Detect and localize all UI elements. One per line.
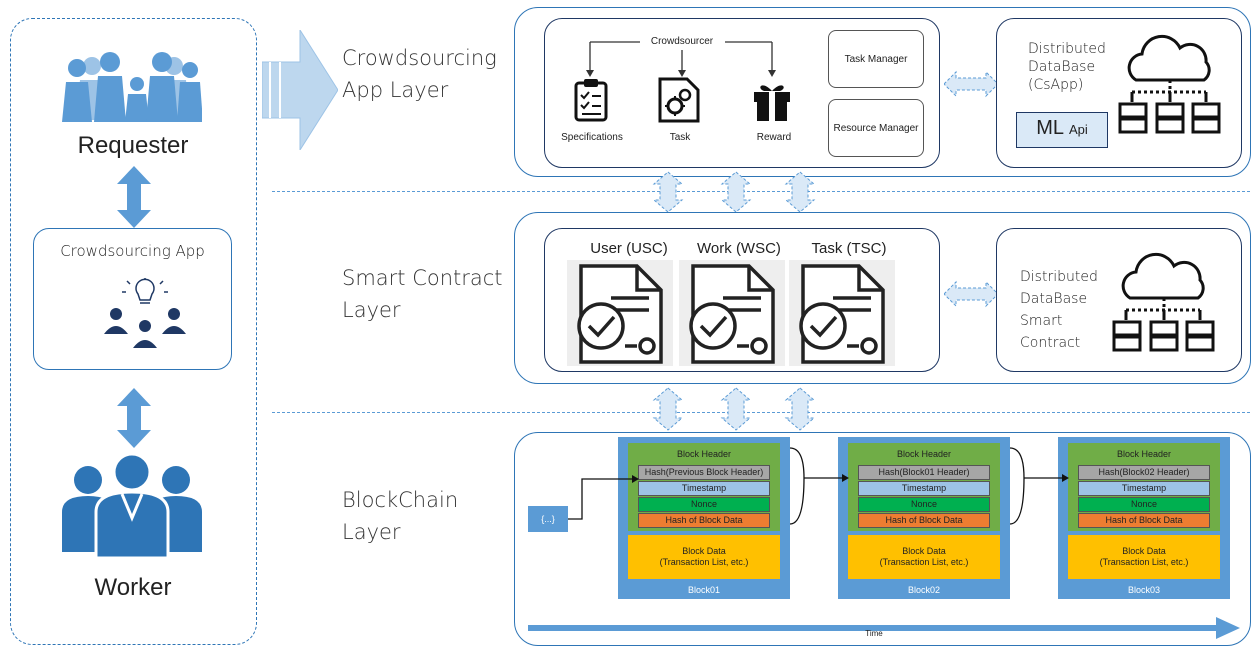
work-contract-doc-icon bbox=[677, 260, 787, 366]
task-gear-icon bbox=[658, 77, 700, 123]
block-data-hash-field: Hash of Block Data bbox=[858, 513, 990, 528]
block-name: Block02 bbox=[907, 585, 941, 595]
crowdsourcing-app-label: Crowdsourcing App bbox=[60, 242, 205, 260]
block: Block Header Hash(Block02 Header) Timest… bbox=[1058, 437, 1230, 599]
clipboard-icon bbox=[574, 79, 608, 122]
block-header-label: Block Header bbox=[896, 449, 952, 459]
app-db-label: Distributed DataBase (CsApp) bbox=[1028, 41, 1106, 93]
contract-documents bbox=[567, 260, 897, 366]
block-header-label: Block Header bbox=[1116, 449, 1172, 459]
block-header: Block Header Hash(Block01 Header) Timest… bbox=[848, 443, 1000, 531]
specifications-label: Specifications bbox=[561, 132, 623, 143]
block-hash-field: Hash(Block01 Header) bbox=[858, 465, 990, 480]
time-arrow bbox=[528, 617, 1240, 639]
user-contract-doc-icon bbox=[567, 260, 675, 366]
contract-db-label: Distributed DataBase Smart Contract bbox=[1020, 269, 1098, 351]
ml-api-box: ML Api bbox=[1016, 112, 1108, 148]
task-contract-doc-icon bbox=[787, 260, 897, 366]
reward-label: Reward bbox=[756, 132, 792, 143]
actors-panel bbox=[10, 18, 257, 645]
work-contract-label: Work (WSC) bbox=[697, 240, 781, 257]
block-nonce-field: Nonce bbox=[638, 497, 770, 512]
time-label: Time bbox=[865, 629, 883, 638]
contract-db-box bbox=[996, 228, 1242, 372]
block-hash-field: Hash(Previous Block Header) bbox=[638, 465, 770, 480]
block-header: Block Header Hash(Previous Block Header)… bbox=[628, 443, 780, 531]
resource-manager-box: Resource Manager bbox=[828, 99, 924, 157]
block-data: Block Data (Transaction List, etc.) bbox=[848, 535, 1000, 579]
requester-label: Requester bbox=[77, 132, 189, 159]
user-contract-label: User (USC) bbox=[590, 240, 668, 257]
worker-group-icon bbox=[62, 452, 202, 560]
block-header-label: Block Header bbox=[676, 449, 732, 459]
block-nonce-field: Nonce bbox=[858, 497, 990, 512]
contract-db-arrow bbox=[944, 280, 998, 308]
worker-label: Worker bbox=[94, 574, 172, 601]
gift-icon bbox=[754, 85, 790, 121]
block-timestamp-field: Timestamp bbox=[638, 481, 770, 496]
ml-label: ML bbox=[1036, 117, 1064, 139]
block-hash-field: Hash(Block02 Header) bbox=[1078, 465, 1210, 480]
cloud-server-icon bbox=[1118, 34, 1221, 134]
app-db-arrow bbox=[944, 70, 998, 98]
layer-separator bbox=[272, 412, 1250, 413]
block-name: Block01 bbox=[687, 585, 721, 595]
block: Block Header Hash(Previous Block Header)… bbox=[618, 437, 790, 599]
chain-connectors bbox=[568, 447, 1069, 525]
block-timestamp-field: Timestamp bbox=[858, 481, 990, 496]
crowdsourcer-label: Crowdsourcer bbox=[650, 36, 714, 47]
block-data-hash-field: Hash of Block Data bbox=[1078, 513, 1210, 528]
transaction-box: {...} bbox=[528, 506, 568, 532]
task-label: Task bbox=[669, 132, 691, 143]
block-header: Block Header Hash(Block02 Header) Timest… bbox=[1068, 443, 1220, 531]
requester-group-icon bbox=[62, 52, 202, 122]
block: Block Header Hash(Block01 Header) Timest… bbox=[838, 437, 1010, 599]
api-label: Api bbox=[1069, 122, 1088, 137]
requester-to-layers-arrow bbox=[262, 30, 338, 150]
block-name: Block03 bbox=[1127, 585, 1161, 595]
crowdsourcing-app-box bbox=[33, 228, 232, 370]
task-manager-box: Task Manager bbox=[828, 30, 924, 88]
block-data-hash-field: Hash of Block Data bbox=[638, 513, 770, 528]
crowdsourcer-connectors bbox=[586, 41, 776, 77]
app-worker-arrow bbox=[117, 388, 151, 448]
block-timestamp-field: Timestamp bbox=[1078, 481, 1210, 496]
requester-app-arrow bbox=[117, 166, 151, 228]
task-contract-label: Task (TSC) bbox=[811, 240, 887, 257]
contract-blockchain-arrows bbox=[652, 387, 816, 431]
crowd-idea-icon bbox=[104, 278, 186, 348]
block-nonce-field: Nonce bbox=[1078, 497, 1210, 512]
app-contract-arrows bbox=[652, 171, 816, 213]
block-data: Block Data (Transaction List, etc.) bbox=[628, 535, 780, 579]
block-data: Block Data (Transaction List, etc.) bbox=[1068, 535, 1220, 579]
layer-separator bbox=[272, 191, 1250, 192]
cloud-server-icon bbox=[1112, 252, 1215, 352]
